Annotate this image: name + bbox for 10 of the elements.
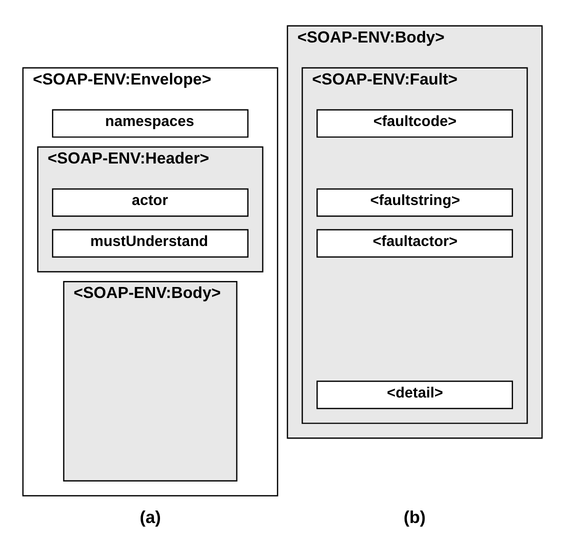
node-box: <detail> (316, 380, 513, 410)
label: (b) (404, 507, 426, 528)
node-box: actor (52, 188, 249, 217)
label: (a) (140, 507, 161, 528)
node-box: <SOAP-ENV:Body> (63, 281, 238, 482)
node-box: <faultactor> (316, 229, 513, 258)
node-box: namespaces (52, 109, 249, 138)
node-box: mustUnderstand (52, 229, 249, 258)
node-box: <faultstring> (316, 188, 513, 217)
node-box: <faultcode> (316, 109, 513, 138)
